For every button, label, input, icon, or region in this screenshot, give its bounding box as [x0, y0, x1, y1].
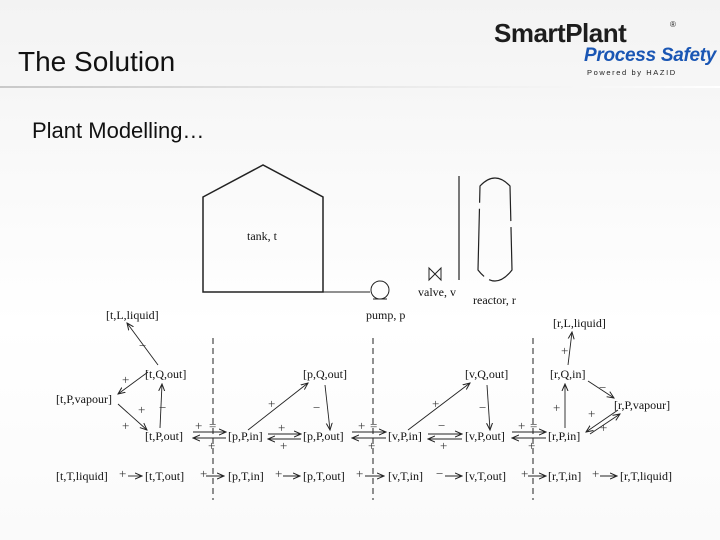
sign: +: [368, 438, 375, 453]
arrow-tQ-to-tP: [118, 371, 149, 394]
reactor-label: reactor, r: [473, 293, 516, 307]
sign: +: [518, 418, 525, 433]
influence-arrows: [118, 323, 620, 476]
node-t-Q-out: [t,Q,out]: [145, 367, 186, 381]
sign: +: [268, 396, 275, 411]
sign: +: [432, 396, 439, 411]
node-t-L-liquid: [t,L,liquid]: [106, 308, 159, 322]
sign: +: [521, 466, 528, 481]
sign: −: [479, 400, 486, 415]
arrow-vPin-to-vQ: [407, 383, 470, 431]
node-r-L-liquid: [r,L,liquid]: [553, 316, 606, 330]
valve-icon: [428, 266, 442, 282]
logo-registered-mark: ®: [670, 20, 676, 29]
node-v-T-in: [v,T,in]: [388, 469, 423, 483]
node-v-P-in: [v,P,in]: [388, 429, 422, 443]
node-p-Q-out: [p,Q,out]: [303, 367, 347, 381]
sign: +: [561, 343, 568, 358]
sign: −: [313, 400, 320, 415]
node-p-P-in: [p,P,in]: [228, 429, 263, 443]
sign: +: [119, 466, 126, 481]
node-r-T-in: [r,T,in]: [548, 469, 581, 483]
sign: =: [209, 418, 216, 433]
sign: +: [592, 466, 599, 481]
sign: +: [528, 438, 535, 453]
logo-subtitle: Process Safety: [584, 45, 717, 66]
node-t-T-liquid: [t,T,liquid]: [56, 469, 108, 483]
sign: +: [280, 438, 287, 453]
arrow-vQ-to-vPout: [487, 384, 490, 430]
sign: +: [356, 466, 363, 481]
sign: +: [553, 400, 560, 415]
sign: +: [600, 420, 607, 435]
arrow-tP-to-tPout: [117, 403, 147, 430]
node-p-T-in: [p,T,in]: [228, 469, 264, 483]
arrow-rQ-to-rPvap: [587, 380, 614, 398]
sign: +: [200, 466, 207, 481]
node-r-P-in: [r,P,in]: [548, 429, 580, 443]
sign: =: [370, 418, 377, 433]
node-r-P-vapour: [r,P,vapour]: [614, 398, 670, 412]
tank-label: tank, t: [247, 229, 278, 243]
sign: +: [440, 438, 447, 453]
valve-label: valve, v: [418, 285, 456, 299]
pump-label: pump, p: [366, 308, 405, 322]
node-t-T-out: [t,T,out]: [145, 469, 184, 483]
sign: +: [275, 466, 282, 481]
reactor-shape: [458, 176, 513, 282]
sign: +: [278, 420, 285, 435]
arrow-pQ-to-pPout: [324, 384, 330, 430]
node-r-Q-in: [r,Q,in]: [550, 367, 586, 381]
node-t-P-vapour: [t,P,vapour]: [56, 392, 112, 406]
node-v-P-out: [v,P,out]: [465, 429, 505, 443]
subheading: Plant Modelling…: [32, 118, 205, 143]
arrow-tPout-to-tQ: [160, 384, 162, 429]
arrow-rPin-to-rPvap: [589, 414, 620, 435]
smartplant-logo: SmartPlant ® Process Safety Powered by H…: [490, 18, 718, 82]
sign: +: [138, 402, 145, 417]
pump-icon: [370, 280, 390, 300]
sign: +: [358, 418, 365, 433]
sign: −: [599, 380, 606, 395]
arrow-tQ-to-tL: [127, 323, 159, 366]
node-r-T-liquid: [r,T,liquid]: [620, 469, 672, 483]
sign: =: [530, 418, 537, 433]
title-divider: [0, 86, 720, 88]
arrow-pPin-to-pQ: [247, 383, 308, 431]
sign: −: [159, 400, 166, 415]
sign: +: [208, 438, 215, 453]
slide-title: The Solution: [18, 46, 176, 77]
sign: −: [139, 338, 146, 353]
sign: +: [195, 418, 202, 433]
sign: +: [122, 418, 129, 433]
sign: +: [588, 406, 595, 421]
logo-powered-by: Powered by HAZID: [587, 68, 677, 77]
sign: +: [122, 372, 129, 387]
node-v-Q-out: [v,Q,out]: [465, 367, 508, 381]
arrow-rQ-to-rL: [567, 332, 572, 366]
node-v-T-out: [v,T,out]: [465, 469, 506, 483]
node-p-T-out: [p,T,out]: [303, 469, 345, 483]
influence-signs: − + + − + + = + + − + + + = + + − − + + …: [119, 338, 607, 481]
node-p-P-out: [p,P,out]: [303, 429, 344, 443]
node-t-P-out: [t,P,out]: [145, 429, 183, 443]
logo-main-text: SmartPlant: [494, 18, 627, 48]
sign: −: [438, 418, 445, 433]
tank-shape: [202, 164, 324, 293]
sign: −: [436, 466, 443, 481]
